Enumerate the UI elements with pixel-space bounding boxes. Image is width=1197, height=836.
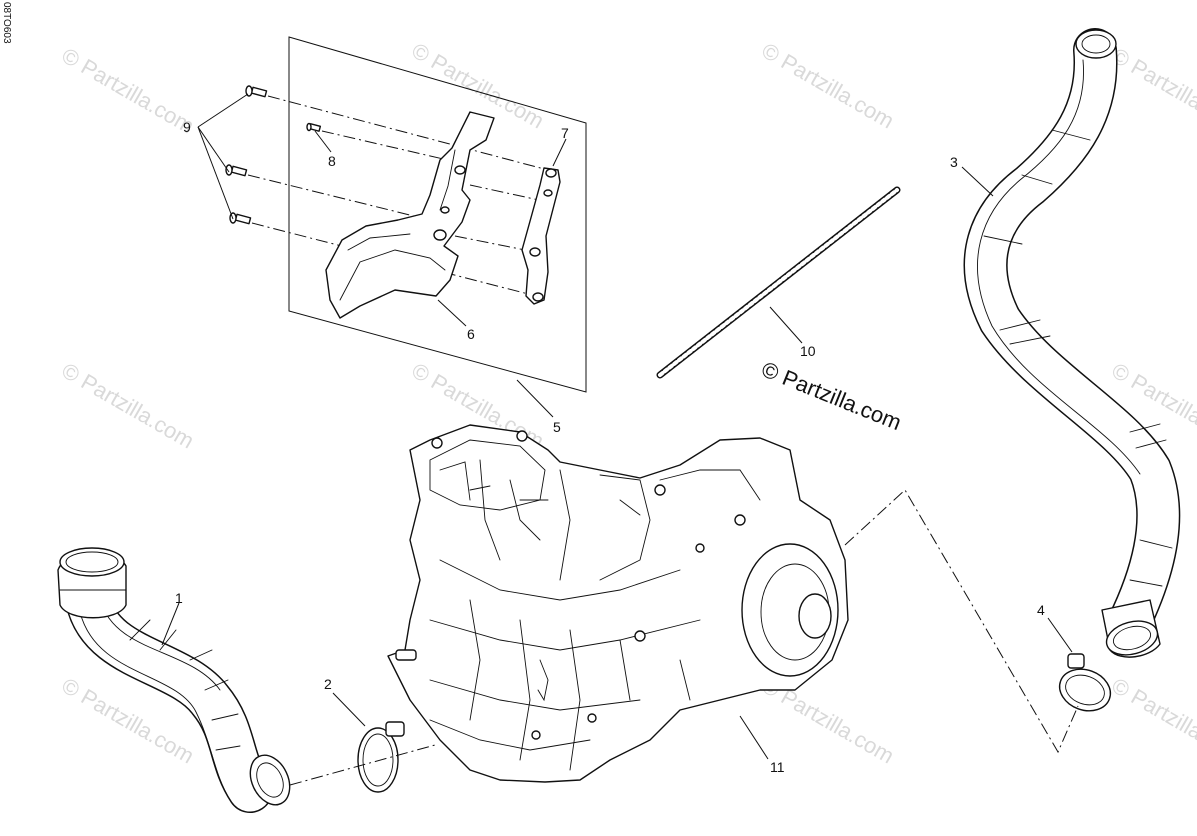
watermark: © Partzilla.com	[58, 358, 199, 454]
callout-5: 5	[553, 419, 561, 435]
part-4-hose-clamp[interactable]	[1054, 653, 1117, 718]
part-3-air-outlet-hose[interactable]	[963, 28, 1181, 660]
callout-8: 8	[328, 153, 336, 169]
watermark: © Partzilla.com	[1108, 43, 1197, 139]
part-7-bracket[interactable]	[521, 167, 561, 305]
reference-code: 08TO603	[1, 2, 12, 44]
part-10-drive-chain[interactable]	[656, 186, 901, 379]
callout-1: 1	[175, 590, 183, 606]
callout-11: 11	[770, 759, 785, 775]
screw-icon	[225, 164, 248, 177]
callout-4: 4	[1037, 602, 1045, 618]
callout-2: 2	[324, 676, 332, 692]
callout-7: 7	[561, 125, 569, 141]
part-2-hose-clamp[interactable]	[357, 721, 405, 793]
watermark: © Partzilla.com	[758, 38, 899, 134]
watermark: © Partzilla.com	[1108, 673, 1197, 769]
part-9-screws[interactable]	[225, 85, 268, 225]
callout-3: 3	[950, 154, 958, 170]
part-6-chain-guard-cover[interactable]	[325, 111, 495, 319]
screw-icon	[245, 85, 268, 98]
callout-10: 10	[800, 343, 816, 359]
copyright-notice: © Partzilla.com	[758, 356, 905, 435]
callouts: 1 2 3 4 5 6 7 8 9 10 11	[175, 119, 1045, 775]
part-1-air-intake-hose[interactable]	[57, 547, 297, 813]
callout-9: 9	[183, 119, 191, 135]
part-8-pin[interactable]	[306, 122, 322, 132]
watermark: © Partzilla.com	[58, 43, 199, 139]
cover-assembly-box	[288, 36, 587, 393]
leader-lines	[161, 93, 1073, 760]
callout-6: 6	[467, 326, 475, 342]
assembly-lines	[289, 489, 1079, 786]
part-11-engine[interactable]	[387, 424, 849, 783]
